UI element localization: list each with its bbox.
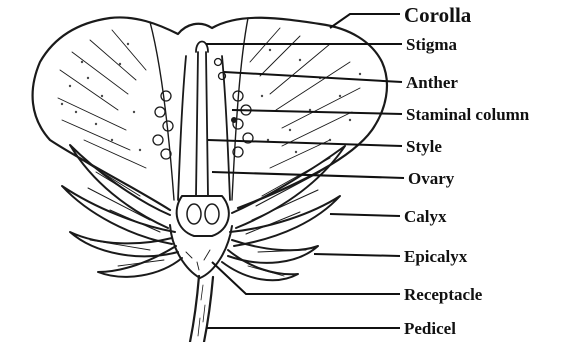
leader-corolla — [330, 14, 400, 28]
label-pedicel: Pedicel — [404, 319, 456, 338]
leader-lines — [206, 14, 404, 328]
label-anther: Anther — [406, 73, 458, 92]
label-style: Style — [406, 137, 442, 156]
corolla-shape — [33, 17, 387, 210]
label-epicalyx: Epicalyx — [404, 247, 468, 266]
leader-anther — [224, 72, 402, 82]
label-corolla: Corolla — [404, 3, 472, 27]
receptacle-shape — [170, 225, 232, 278]
label-calyx: Calyx — [404, 207, 447, 226]
leader-staminal-column — [232, 110, 402, 114]
leader-epicalyx — [314, 254, 400, 256]
pedicel-shape — [190, 276, 213, 342]
label-ovary: Ovary — [408, 169, 455, 188]
labels: Corolla Stigma Anther Staminal column St… — [404, 3, 530, 338]
style-shape — [196, 52, 208, 196]
leader-calyx — [330, 214, 400, 216]
label-stigma: Stigma — [406, 35, 458, 54]
ovary-shape — [177, 196, 229, 236]
leader-receptacle — [212, 262, 400, 294]
leader-style — [208, 140, 402, 146]
label-receptacle: Receptacle — [404, 285, 483, 304]
label-staminal-column: Staminal column — [406, 105, 530, 124]
